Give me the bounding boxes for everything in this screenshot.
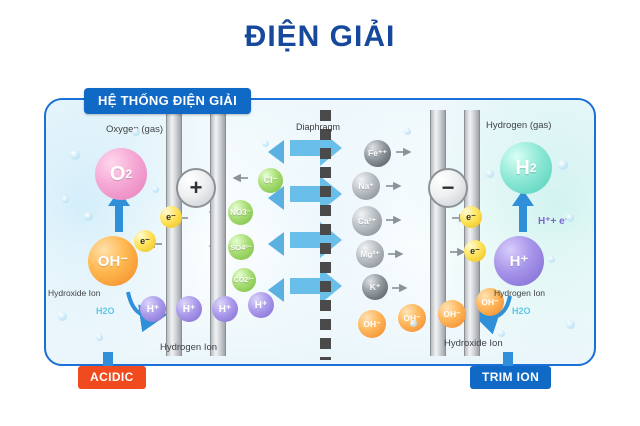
hydrogen-ion-4: H⁺: [248, 292, 274, 318]
ion-iron: Fe⁺⁺: [364, 140, 391, 167]
anode-region-wash: [46, 100, 226, 364]
ion-sodium: Na⁺: [352, 172, 380, 200]
water-droplet: [70, 150, 80, 160]
ion-magnesium: Mg²⁺: [356, 240, 384, 268]
hydrogen-ion-caption-bottom: Hydrogen Ion: [160, 342, 218, 353]
diaphragm-label: Diaphragm: [296, 122, 341, 132]
water-droplet: [84, 212, 93, 221]
water-droplet: [262, 140, 269, 147]
anode-plate-inner: [210, 110, 226, 356]
water-label-left: H2O: [96, 306, 115, 316]
hydrogen-subscript: 2: [529, 161, 537, 175]
electron-cathode-1: e⁻: [460, 206, 482, 228]
hydrogen-ion-1: H⁺: [140, 296, 166, 322]
water-droplet: [558, 160, 568, 170]
hydrogen-gas-label: Hydrogen (gas): [486, 120, 552, 131]
water-droplet: [152, 186, 159, 193]
ion-chloride: Cl⁻: [258, 168, 283, 193]
water-droplet: [548, 256, 555, 263]
hydroxide-ion-4: OH⁻: [476, 288, 504, 316]
water-droplet: [404, 128, 411, 135]
water-droplet: [498, 330, 505, 337]
hydroxide-ion-2: OH⁻: [398, 304, 426, 332]
hydrogen-ion-2: H⁺: [176, 296, 202, 322]
water-droplet: [566, 214, 574, 222]
hydrogen-ion-caption-right: Hydrogen Ion: [494, 288, 546, 298]
acidic-output-label: ACIDIC: [78, 366, 146, 389]
ion-carbonate: CO2²⁻: [232, 268, 256, 292]
hydroxide-ion-3: OH⁻: [438, 300, 466, 328]
hydrogen-formula: H: [515, 156, 530, 179]
electron-anode-1: e⁻: [160, 206, 182, 228]
diaphragm-membrane: [320, 110, 331, 360]
anode-polarity-plus: +: [176, 168, 216, 208]
oxygen-subscript: 2: [125, 167, 133, 181]
electron-anode-2: e⁻: [134, 230, 156, 252]
hydroxide-molecule: OH⁻: [88, 236, 138, 286]
water-label-right: H2O: [512, 306, 531, 316]
hydroxide-ion-1: OH⁻: [358, 310, 386, 338]
cathode-polarity-minus: −: [428, 168, 468, 208]
hydrogen-ion-3: H⁺: [212, 296, 238, 322]
water-droplet: [96, 334, 103, 341]
water-droplet: [566, 320, 575, 329]
electron-cathode-2: e⁻: [464, 240, 486, 262]
ion-nitrate: NO3⁻: [228, 200, 253, 225]
water-droplet: [132, 128, 140, 136]
oxygen-formula: O: [109, 162, 126, 185]
ion-potassium: K⁺: [362, 274, 388, 300]
anode-plate-outer: [166, 110, 182, 356]
ion-sulfate: SO4²⁻: [228, 234, 254, 260]
trim-ion-output-label: TRIM ION: [470, 366, 552, 389]
system-banner: HỆ THỐNG ĐIỆN GIẢI: [84, 88, 252, 114]
cathode-reaction-label: H⁺+ e⁻: [538, 216, 570, 227]
water-droplet: [58, 312, 67, 321]
cathode-plate-outer: [464, 110, 480, 356]
page-title: ĐIỆN GIẢI: [244, 20, 396, 53]
hydroxide-ion-caption-left: Hydroxide Ion: [48, 288, 101, 298]
water-droplet: [486, 170, 494, 178]
hydroxide-ion-caption-bottom: Hydroxide Ion: [444, 338, 503, 349]
water-droplet: [410, 320, 417, 327]
ion-calcium: Ca²⁺: [352, 206, 382, 236]
water-droplet: [62, 196, 69, 203]
proton-molecule: H⁺: [494, 236, 544, 286]
